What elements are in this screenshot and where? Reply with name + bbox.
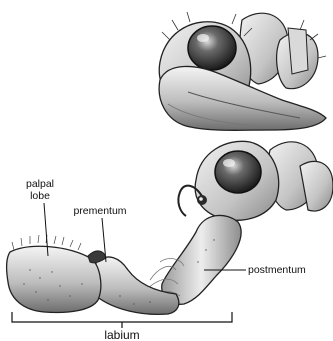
bottom-compound-eye — [215, 151, 261, 193]
palpal-lobe-label-line2: lobe — [30, 190, 50, 202]
palpal-lobe-label-line1: palpal — [26, 178, 54, 190]
top-eye-highlight — [197, 34, 209, 42]
top-head-illustration — [159, 12, 326, 130]
bottom-head-illustration — [7, 141, 333, 314]
label-palpal-lobe: palpal lobe — [26, 178, 54, 256]
top-neck — [288, 28, 308, 74]
prementum-label: prementum — [73, 205, 126, 217]
labium-label: labium — [104, 328, 139, 341]
labium-bracket-group: labium — [12, 312, 232, 341]
palpal-lobe — [7, 246, 101, 312]
labium-bracket — [12, 312, 232, 328]
postmentum — [162, 215, 241, 304]
antenna-socket-highlight — [199, 197, 203, 201]
top-compound-eye — [188, 26, 236, 70]
bottom-eye-highlight — [223, 159, 235, 167]
postmentum-label: postmentum — [248, 264, 306, 276]
